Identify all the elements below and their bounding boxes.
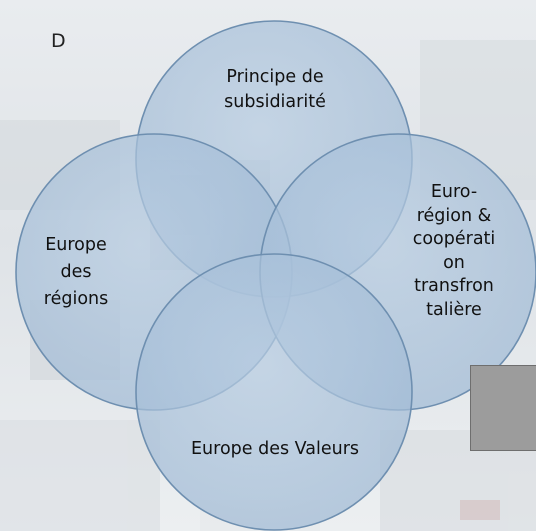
side-box-text: D <box>51 30 66 52</box>
side-text-box <box>470 365 536 451</box>
circle-bottom <box>135 253 413 531</box>
venn-circles <box>15 20 536 531</box>
